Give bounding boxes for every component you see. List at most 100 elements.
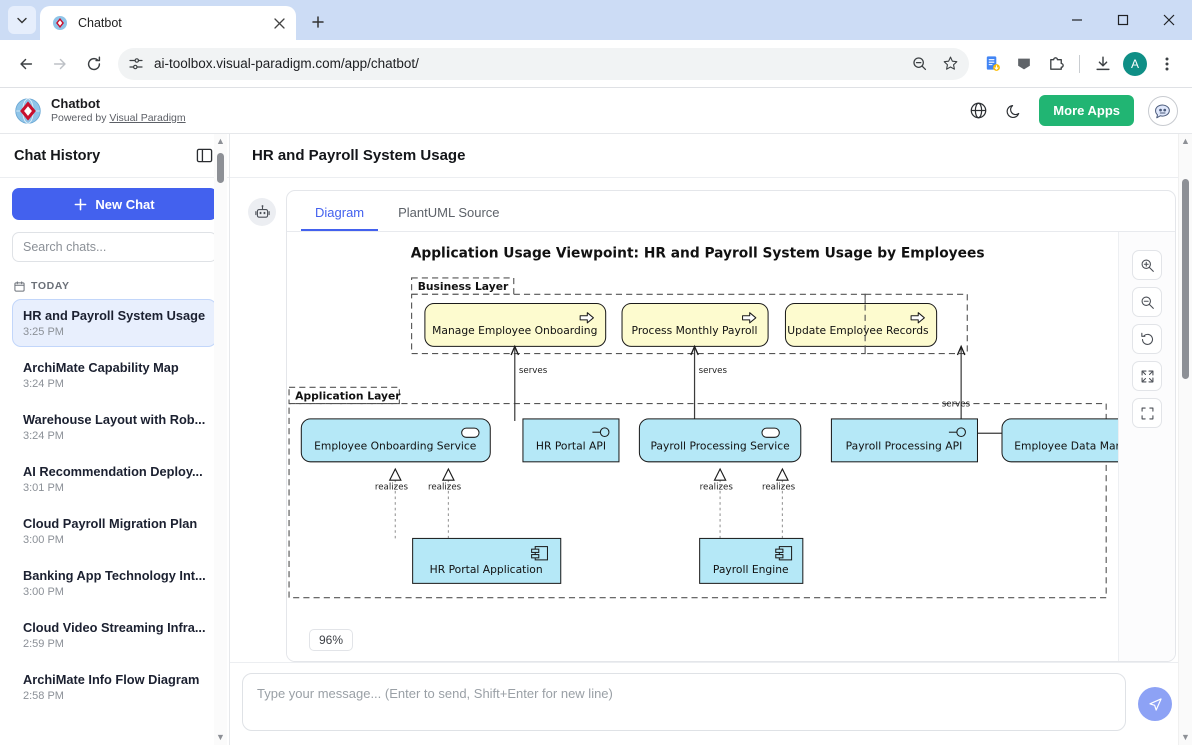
- business-element-update-employee-records[interactable]: Update Employee Records: [784, 302, 938, 347]
- window-minimize-button[interactable]: [1054, 0, 1100, 40]
- serves-edge-label: serves: [942, 400, 971, 410]
- page-scroll-up-arrow-icon[interactable]: ▲: [1181, 136, 1190, 146]
- business-element-process-monthly-payroll[interactable]: Process Monthly Payroll: [621, 302, 769, 347]
- reset-view-button[interactable]: [1132, 324, 1162, 354]
- browser-menu-button[interactable]: [1152, 49, 1182, 79]
- toolbar-divider: [1079, 54, 1080, 73]
- application-service-payroll-processing-service[interactable]: Payroll Processing Service: [638, 418, 802, 463]
- application-component-payroll-engine[interactable]: Payroll Engine: [699, 537, 804, 584]
- message-area: Diagram PlantUML Source: [230, 178, 1192, 662]
- zoom-out-button[interactable]: [1132, 287, 1162, 317]
- fullscreen-expand-icon: [1141, 370, 1153, 382]
- send-button[interactable]: [1138, 687, 1172, 721]
- application-layer-label: Application Layer: [295, 390, 401, 403]
- realizes-edge-label: realizes: [700, 482, 734, 492]
- downloads-icon[interactable]: [1088, 49, 1118, 79]
- back-button[interactable]: [10, 48, 42, 80]
- chat-history-item-time: 3:24 PM: [23, 430, 64, 442]
- browser-tab-strip: Chatbot: [0, 0, 1192, 40]
- window-maximize-button[interactable]: [1100, 0, 1146, 40]
- business-layer-label: Business Layer: [418, 280, 509, 293]
- page-scrollbar[interactable]: ▲ ▼: [1178, 134, 1192, 745]
- diagram-area: Application Usage Viewpoint: HR and Payr…: [287, 232, 1175, 661]
- scroll-up-arrow-icon[interactable]: ▲: [216, 136, 225, 146]
- forward-button[interactable]: [44, 48, 76, 80]
- address-bar[interactable]: ai-toolbox.visual-paradigm.com/app/chatb…: [118, 47, 969, 80]
- dark-mode-toggle[interactable]: [1003, 100, 1025, 122]
- application-component-hr-portal-application[interactable]: HR Portal Application: [412, 537, 562, 584]
- application-interface-icon: [592, 427, 610, 438]
- chat-history-item-title: ArchiMate Capability Map: [23, 360, 179, 375]
- chat-history-item[interactable]: Banking App Technology Int...3:00 PM: [12, 559, 217, 607]
- application-interface-payroll-processing-api[interactable]: Payroll Processing API: [830, 418, 978, 463]
- zoom-level-badge[interactable]: 96%: [309, 629, 354, 651]
- minimize-icon: [1072, 19, 1082, 21]
- main-panel: HR and Payroll System Usage Diagram Plan…: [230, 134, 1192, 745]
- sidebar-scrollbar[interactable]: ▲ ▼: [214, 134, 227, 745]
- message-input[interactable]: Type your message... (Enter to send, Shi…: [242, 673, 1126, 731]
- application-service-employee-data-management[interactable]: Employee Data Manag: [1001, 418, 1118, 463]
- expand-button[interactable]: [1132, 361, 1162, 391]
- application-component-label: Payroll Engine: [713, 563, 789, 576]
- scroll-down-arrow-icon[interactable]: ▼: [216, 732, 225, 742]
- chat-history-item[interactable]: Warehouse Layout with Rob...3:24 PM: [12, 403, 217, 451]
- business-element-manage-employee-onboarding[interactable]: Manage Employee Onboarding: [424, 302, 607, 347]
- serves-edge-label: serves: [699, 366, 728, 376]
- application-service-icon: [461, 427, 480, 438]
- diagram-tabs: Diagram PlantUML Source: [287, 191, 1175, 232]
- extensions-icon[interactable]: [1041, 49, 1071, 79]
- diagram-canvas[interactable]: Application Usage Viewpoint: HR and Payr…: [287, 232, 1119, 661]
- app-subtitle: Powered by Visual Paradigm: [51, 112, 186, 124]
- close-icon[interactable]: [270, 14, 288, 32]
- fit-to-screen-button[interactable]: [1132, 398, 1162, 428]
- page-scroll-down-arrow-icon[interactable]: ▼: [1181, 732, 1190, 742]
- chatbot-avatar-button[interactable]: [1148, 95, 1178, 126]
- cast-icon[interactable]: [1009, 49, 1039, 79]
- robot-icon: [254, 204, 270, 218]
- more-apps-button[interactable]: More Apps: [1039, 95, 1134, 126]
- application-service-employee-onboarding-service[interactable]: Employee Onboarding Service: [300, 418, 491, 463]
- reload-button[interactable]: [78, 48, 110, 80]
- chat-history-item-time: 3:25 PM: [23, 326, 64, 338]
- chat-history-item[interactable]: AI Recommendation Deploy...3:01 PM: [12, 455, 217, 503]
- profile-avatar: A: [1123, 51, 1147, 76]
- sidebar-collapse-button[interactable]: [193, 145, 215, 167]
- application-interface-hr-portal-api[interactable]: HR Portal API: [522, 418, 620, 463]
- tab-plantuml-source[interactable]: PlantUML Source: [398, 205, 500, 220]
- chat-history-item[interactable]: Cloud Video Streaming Infra...2:59 PM: [12, 611, 217, 659]
- docs-extension-icon[interactable]: [977, 49, 1007, 79]
- chat-history-item-time: 2:59 PM: [23, 638, 64, 650]
- chat-history-item[interactable]: HR and Payroll System Usage 3:25 PM: [12, 299, 217, 347]
- application-service-icon: [761, 427, 780, 438]
- sidebar-scroll-track[interactable]: [214, 149, 227, 730]
- sidebar-scroll-thumb[interactable]: [217, 153, 224, 183]
- tab-diagram[interactable]: Diagram: [301, 197, 379, 231]
- window-close-button[interactable]: [1146, 0, 1192, 40]
- visual-paradigm-favicon: [53, 16, 67, 30]
- application-component-icon: [531, 546, 548, 561]
- business-layer-tab: [411, 277, 515, 295]
- tab-search-button[interactable]: [8, 6, 36, 34]
- page-settings-icon[interactable]: [128, 56, 144, 72]
- new-tab-button[interactable]: [304, 8, 332, 36]
- page-scroll-track[interactable]: [1179, 149, 1192, 730]
- star-icon[interactable]: [942, 55, 959, 72]
- profile-button[interactable]: A: [1120, 49, 1150, 79]
- application-interface-label: HR Portal API: [536, 440, 606, 453]
- language-button[interactable]: [967, 100, 989, 122]
- zoom-out-icon: [1141, 296, 1154, 309]
- chat-history-list: TODAY HR and Payroll System Usage 3:25 PM…: [0, 272, 229, 745]
- page-scroll-thumb[interactable]: [1182, 179, 1189, 379]
- chat-group-label: TODAY: [14, 280, 217, 292]
- chat-history-item-title: HR and Payroll System Usage: [23, 308, 206, 323]
- visual-paradigm-link[interactable]: Visual Paradigm: [109, 111, 186, 124]
- app-subtitle-prefix: Powered by: [51, 111, 110, 124]
- search-chats-input[interactable]: [12, 232, 217, 262]
- browser-tab[interactable]: Chatbot: [40, 6, 296, 40]
- new-chat-button[interactable]: New Chat: [12, 188, 217, 220]
- zoom-in-button[interactable]: [1132, 250, 1162, 280]
- zoom-out-icon[interactable]: [911, 55, 928, 72]
